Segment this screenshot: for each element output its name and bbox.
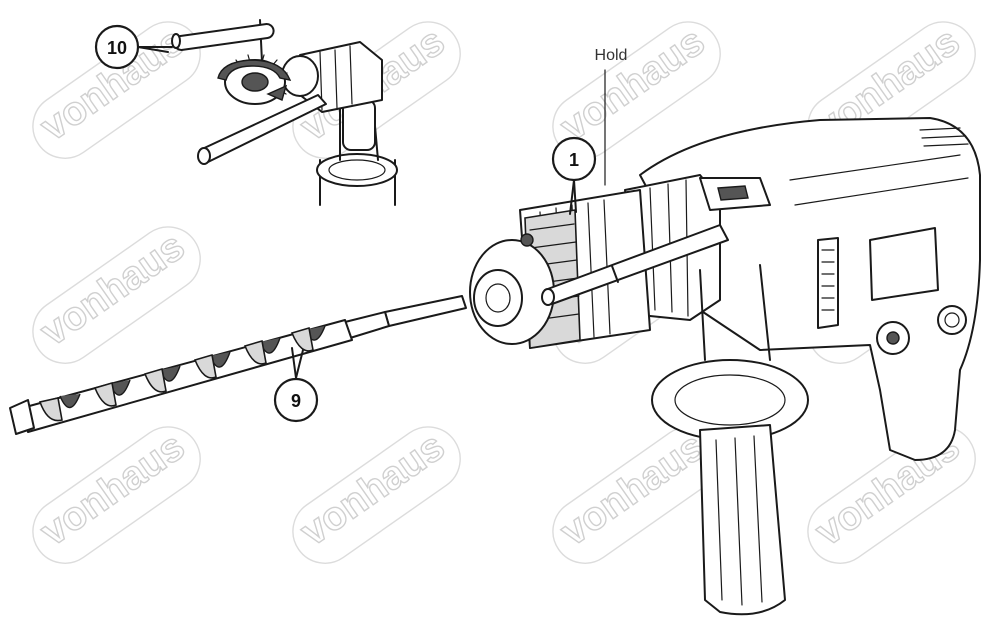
svg-text:vonhaus: vonhaus (33, 424, 193, 554)
watermark: vonhaus (32, 423, 201, 564)
svg-text:10: 10 (107, 38, 127, 58)
watermark: vonhaus (292, 423, 461, 564)
svg-text:vonhaus: vonhaus (553, 19, 713, 149)
hold-label: Hold (595, 47, 628, 186)
callout-1: 1 (551, 136, 597, 215)
svg-text:vonhaus: vonhaus (293, 424, 453, 554)
callout-10: 10 (94, 24, 173, 70)
svg-text:vonhaus: vonhaus (33, 224, 193, 354)
chuck-key-inset (171, 19, 398, 206)
svg-text:vonhaus: vonhaus (553, 424, 713, 554)
svg-text:1: 1 (569, 150, 579, 170)
svg-text:9: 9 (291, 391, 301, 411)
hold-text: Hold (595, 47, 628, 64)
callout-9: 9 (273, 347, 319, 423)
drill-bit (9, 295, 467, 435)
hammer-drill (469, 117, 981, 616)
watermark: vonhaus (32, 223, 201, 364)
